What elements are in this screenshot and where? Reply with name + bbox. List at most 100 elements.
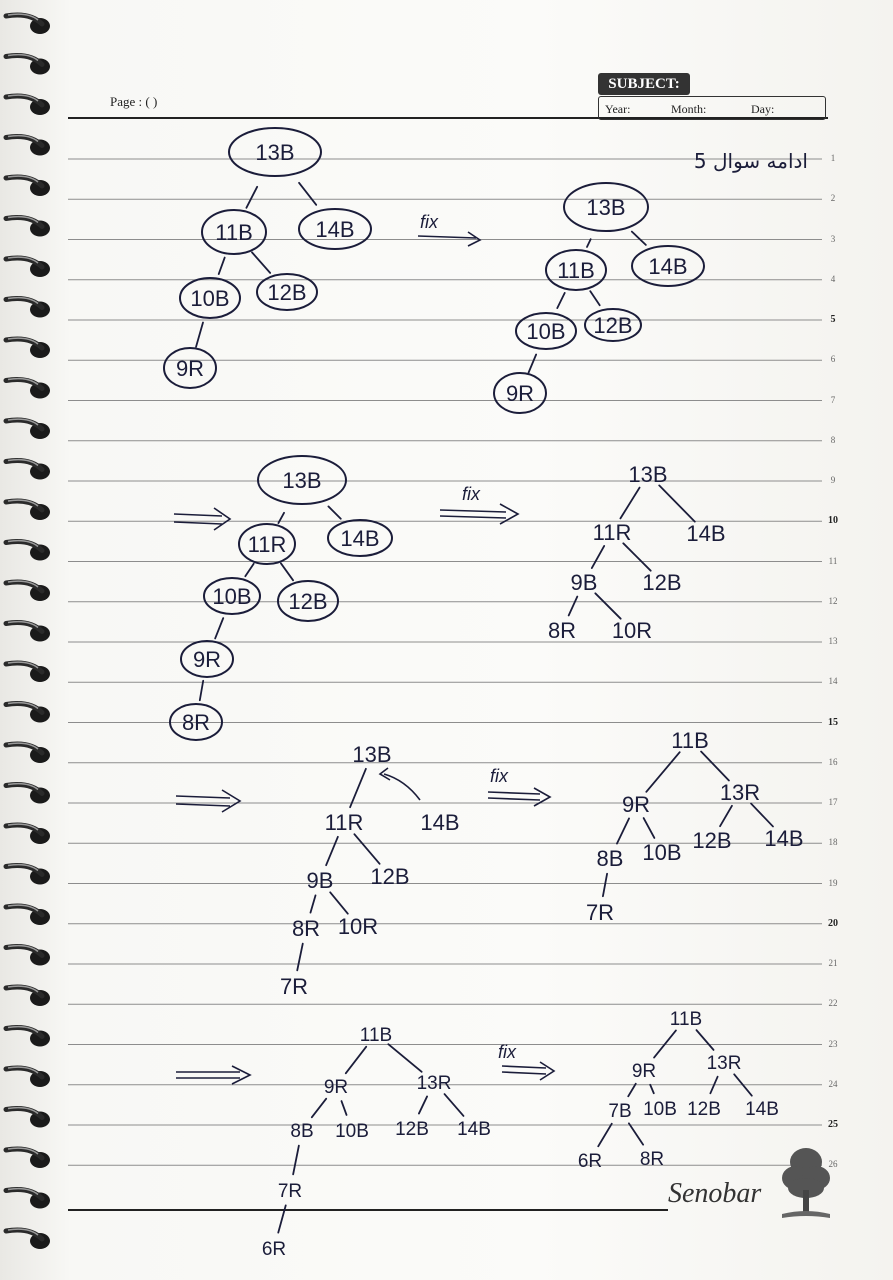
tree-edge: [556, 291, 566, 310]
tree-node: 11B: [201, 209, 267, 255]
node-label: 14B: [764, 826, 803, 851]
tree-node: 12B: [370, 864, 409, 889]
node-circle: [256, 273, 318, 311]
node-circle: [277, 580, 339, 622]
node-label: 6R: [578, 1151, 602, 1172]
node-circle: [163, 347, 217, 389]
tree-edge: [695, 1029, 715, 1051]
line-number: 14: [828, 676, 838, 687]
spiral-ring: [3, 417, 50, 439]
node-label: 10B: [212, 584, 251, 609]
line-number: 6: [830, 354, 836, 365]
node-label: 12B: [687, 1099, 721, 1120]
node-label: 13B: [255, 140, 294, 165]
month-label: Month:: [671, 102, 707, 116]
brand-logo: Senobar: [668, 1178, 762, 1209]
node-label: 14B: [340, 526, 379, 551]
line-number: 21: [828, 958, 838, 968]
tree-node: 12B: [692, 828, 731, 853]
tree-node: 7R: [278, 1181, 302, 1202]
node-circle: [584, 308, 642, 342]
node-circle: [238, 523, 296, 565]
node-label: 6R: [262, 1239, 286, 1260]
tree-edge: [325, 835, 339, 867]
line-number: 5: [830, 314, 836, 325]
tree-node: 11B: [545, 249, 607, 291]
tree-edge: [619, 486, 641, 520]
tree-edge: [630, 230, 647, 246]
node-label: 13B: [352, 742, 391, 767]
node-label: 10B: [642, 840, 681, 865]
fix-arrow-label: fix: [490, 766, 509, 786]
tree-node: 6R: [262, 1239, 286, 1260]
page-number-label: Page : ( ): [110, 94, 158, 109]
line-number: 7: [830, 394, 836, 405]
tree-edge: [310, 1097, 328, 1119]
tree-edge: [645, 751, 681, 793]
line-number: 17: [828, 797, 838, 807]
tree-edge: [590, 545, 606, 569]
tree-node: 10B: [203, 577, 261, 615]
tree-edge: [627, 1122, 645, 1146]
tree-node: 9R: [493, 372, 547, 414]
tree-edge: [329, 891, 349, 915]
tree-node: 7B: [608, 1101, 631, 1122]
tree-node: 10B: [179, 277, 241, 319]
tree-edge: [387, 1043, 423, 1073]
node-label: 9R: [506, 381, 534, 406]
node-label: 11R: [248, 532, 287, 557]
node-label: 8R: [292, 916, 320, 941]
tree-edge: [279, 562, 295, 582]
tree-node: 14B: [764, 826, 803, 851]
line-number: 3: [830, 233, 836, 244]
tree-edge: [586, 238, 592, 248]
fix-arrow-3: fix: [487, 766, 552, 807]
tree-node: 9B: [571, 570, 598, 595]
tree-node: 7R: [586, 900, 614, 925]
tree-node: 13B: [628, 462, 667, 487]
tree-edge: [616, 817, 630, 845]
tree-edge: [594, 592, 622, 620]
node-label: 13R: [707, 1053, 742, 1074]
line-number: 4: [830, 273, 836, 284]
spiral-ring: [3, 1227, 50, 1249]
node-label: 11B: [671, 728, 709, 753]
spiral-ring: [3, 539, 50, 561]
node-label: 12B: [370, 864, 409, 889]
node-label: 10B: [643, 1099, 677, 1120]
line-number: 18: [828, 837, 838, 848]
node-circle: [257, 455, 347, 505]
node-circle: [515, 312, 577, 350]
spiral-ring: [3, 903, 50, 925]
implies-arrow: [175, 789, 242, 813]
spiral-ring: [3, 1065, 50, 1087]
tree-edge: [353, 833, 381, 865]
line-number: 22: [828, 998, 838, 1009]
spiral-ring: [3, 255, 50, 277]
line-number: 11: [828, 555, 838, 566]
tree-edge: [327, 505, 342, 520]
tree-node: 12B: [584, 308, 642, 342]
node-label: 7R: [586, 900, 614, 925]
tree-edge: [649, 1083, 655, 1095]
line-number: 12: [828, 595, 838, 606]
node-label: 9R: [193, 647, 221, 672]
node-label: 9R: [324, 1077, 348, 1098]
node-label: 13B: [586, 195, 625, 220]
line-number: 10: [828, 515, 838, 527]
line-number: 13: [828, 636, 838, 646]
node-label: 12B: [692, 828, 731, 853]
node-label: 11B: [215, 220, 253, 245]
implies-arrow: [176, 1065, 252, 1085]
node-label: 13R: [417, 1073, 452, 1094]
tree-node: 9R: [163, 347, 217, 389]
tree-node: 10B: [642, 840, 681, 865]
tree-edge: [653, 1029, 677, 1059]
subject-label: SUBJECT:: [598, 73, 690, 95]
tree-edge: [602, 872, 608, 898]
node-label: 9B: [571, 570, 598, 595]
tree-node: 6R: [578, 1151, 602, 1172]
